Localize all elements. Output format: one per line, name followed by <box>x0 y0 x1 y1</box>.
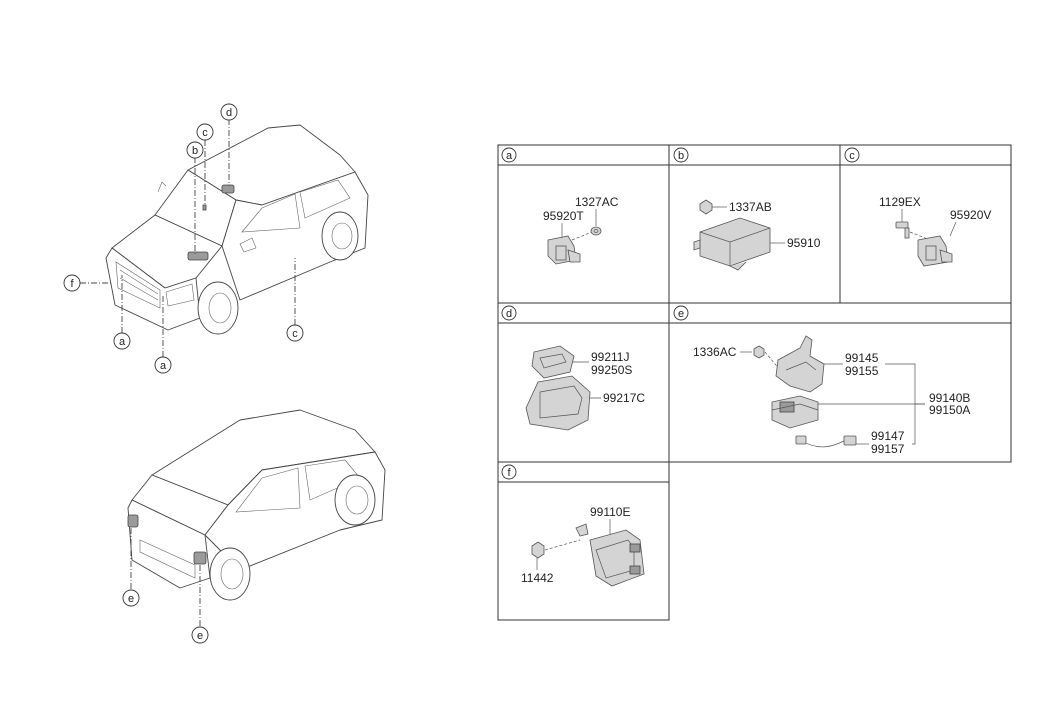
svg-text:e: e <box>197 630 203 642</box>
part-label: 99211J <box>591 350 629 364</box>
part-label: 99140B <box>929 391 970 405</box>
svg-text:a: a <box>506 150 513 162</box>
rear-vehicle-illustration <box>127 409 386 601</box>
panel-b-content: 1337AB 95910 <box>693 199 821 271</box>
front-callout-b: b <box>186 141 204 159</box>
svg-text:b: b <box>678 150 684 162</box>
svg-text:b: b <box>192 145 198 157</box>
svg-text:f: f <box>70 278 74 290</box>
panel-d-content: 99211J 99250S 99217C <box>525 345 645 431</box>
svg-text:e: e <box>128 593 134 605</box>
part-label: 99147 <box>871 429 905 443</box>
panel-e-header: e <box>673 305 689 321</box>
svg-text:a: a <box>160 360 167 372</box>
panel-c-header: c <box>844 147 860 163</box>
front-callout-c: c <box>196 123 214 141</box>
svg-text:c: c <box>292 328 298 340</box>
panel-f-content: 99110E 11442 <box>521 505 645 587</box>
svg-text:a: a <box>119 336 126 348</box>
part-label: 11442 <box>521 571 554 585</box>
svg-text:e: e <box>678 308 684 320</box>
part-label: 95910 <box>787 236 821 250</box>
front-callout-c-side: c <box>286 324 304 342</box>
part-label: 99157 <box>871 442 905 456</box>
panel-e-content: 1336AC 99145 99155 99140B 99150A 99147 9… <box>693 335 970 456</box>
svg-text:c: c <box>202 127 208 139</box>
part-label: 99250S <box>591 363 632 377</box>
part-label: 99145 <box>845 351 879 365</box>
panel-a-content: 1327AC 95920T <box>543 195 619 265</box>
svg-text:d: d <box>506 308 512 320</box>
part-label: 99110E <box>590 505 630 519</box>
panel-d-header: d <box>501 305 517 321</box>
front-callout-f: f <box>63 274 81 292</box>
panel-a-header: a <box>501 147 517 163</box>
parts-table-grid <box>497 144 1012 621</box>
part-label: 1336AC <box>693 345 737 359</box>
front-callout-a-right: a <box>154 356 172 374</box>
rear-callout-e-right: e <box>191 626 209 644</box>
panel-f-header: f <box>501 464 517 480</box>
part-label: 99217C <box>603 391 645 405</box>
svg-text:f: f <box>507 467 511 479</box>
rear-callout-e-left: e <box>122 589 140 607</box>
part-label: 99150A <box>929 403 970 417</box>
part-label: 1129EX <box>879 195 921 209</box>
front-vehicle-illustration <box>105 124 369 335</box>
front-callout-d: d <box>220 103 238 121</box>
panel-b-header: b <box>673 147 689 163</box>
part-label: 95920V <box>950 208 991 222</box>
svg-text:d: d <box>226 107 232 119</box>
svg-text:c: c <box>849 150 855 162</box>
panel-c-content: 1129EX 95920V <box>879 195 991 267</box>
part-label: 95920T <box>543 209 584 223</box>
part-label: 1337AB <box>729 200 772 214</box>
part-label: 1327AC <box>575 195 619 209</box>
front-callout-a-left: a <box>113 332 131 350</box>
part-label: 99155 <box>845 364 879 378</box>
